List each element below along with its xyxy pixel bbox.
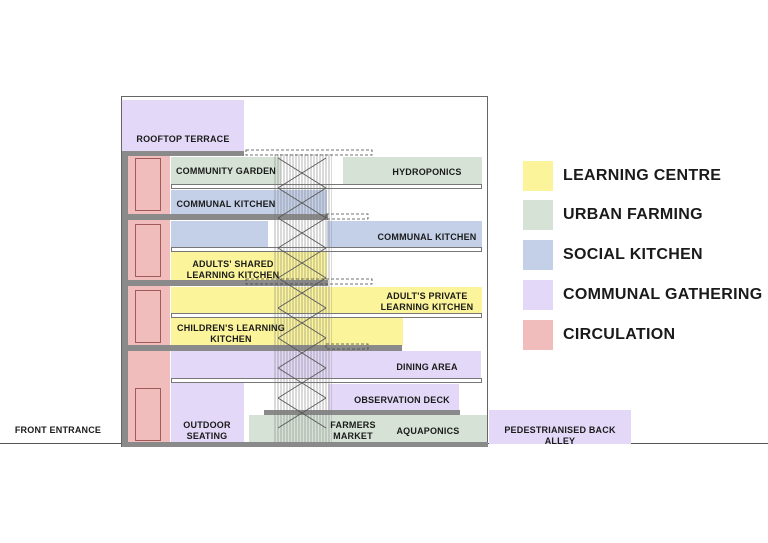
adults-shared-kitchen-label: ADULTS' SHARED LEARNING KITCHEN bbox=[171, 259, 295, 281]
communal-kitchen-mid-zone bbox=[171, 221, 268, 248]
outdoor-line1: OUTDOOR bbox=[183, 420, 231, 430]
observation-deck-label: OBSERVATION DECK bbox=[354, 395, 450, 405]
legend-item-urban-farming: URBAN FARMING bbox=[523, 200, 763, 230]
rooftop-terrace-zone bbox=[122, 100, 244, 151]
lift-door-3 bbox=[135, 290, 161, 343]
legend-label-urban-farming: URBAN FARMING bbox=[563, 206, 703, 223]
legend-label-social-kitchen: SOCIAL KITCHEN bbox=[563, 246, 703, 263]
legend-swatch-learning-centre bbox=[523, 161, 553, 191]
aquaponics-zone bbox=[372, 415, 482, 444]
legend-label-communal-gathering: COMMUNAL GATHERING bbox=[563, 286, 763, 303]
ground-slab bbox=[122, 442, 488, 447]
dining-area-label: DINING AREA bbox=[396, 362, 458, 372]
back-alley-label: PEDESTRIANISED BACK ALLEY bbox=[504, 425, 616, 446]
adults-private-line1: ADULT'S PRIVATE bbox=[386, 291, 468, 301]
legend-item-social-kitchen: SOCIAL KITCHEN bbox=[523, 240, 763, 270]
legend-item-learning-centre: LEARNING CENTRE bbox=[523, 161, 763, 191]
legend-label-circulation: CIRCULATION bbox=[563, 326, 676, 343]
communal-kitchen-right-label: COMMUNAL KITCHEN bbox=[377, 232, 477, 242]
legend-swatch-circulation bbox=[523, 320, 553, 350]
legend-swatch-urban-farming bbox=[523, 200, 553, 230]
lift-door-2 bbox=[135, 224, 161, 277]
lift-door-1 bbox=[135, 158, 161, 211]
community-garden-zone bbox=[171, 157, 281, 185]
legend-item-circulation: CIRCULATION bbox=[523, 320, 763, 350]
observation-deck-zone bbox=[328, 384, 459, 411]
legend-item-communal-gathering: COMMUNAL GATHERING bbox=[523, 280, 763, 310]
childrens-kitchen-label: CHILDREN'S LEARNING KITCHEN bbox=[171, 323, 291, 345]
community-garden-label: COMMUNITY GARDEN bbox=[175, 166, 277, 176]
slab-floor-1 bbox=[122, 345, 402, 351]
staircase-icon bbox=[245, 149, 373, 442]
outdoor-seating-label: OUTDOOR SEATING bbox=[171, 420, 243, 442]
adults-shared-line1: ADULTS' SHARED bbox=[192, 259, 274, 269]
outdoor-line2: SEATING bbox=[186, 431, 228, 441]
hydroponics-zone bbox=[343, 157, 482, 184]
rooftop-terrace-label: ROOFTOP TERRACE bbox=[136, 134, 230, 144]
adults-private-kitchen-label: ADULT'S PRIVATE LEARNING KITCHEN bbox=[372, 291, 482, 313]
aquaponics-label: AQUAPONICS bbox=[396, 426, 460, 436]
lift-door-4 bbox=[135, 388, 161, 441]
legend-swatch-social-kitchen bbox=[523, 240, 553, 270]
slab-floor-2 bbox=[122, 280, 328, 286]
adults-shared-line2: LEARNING KITCHEN bbox=[186, 270, 280, 280]
farmers-market-label: FARMERS MARKET bbox=[326, 420, 380, 442]
legend-swatch-communal-gathering bbox=[523, 280, 553, 310]
hydroponics-label: HYDROPONICS bbox=[392, 167, 462, 177]
farmers-line2: MARKET bbox=[333, 431, 373, 441]
adults-private-line2: LEARNING KITCHEN bbox=[380, 302, 474, 312]
childrens-line1: CHILDREN'S LEARNING bbox=[177, 323, 285, 333]
front-entrance-label: FRONT ENTRANCE bbox=[14, 425, 102, 435]
outdoor-seating-zone bbox=[171, 383, 244, 444]
left-wall bbox=[122, 151, 128, 446]
observation-slab bbox=[264, 410, 460, 415]
slab-floor-3 bbox=[122, 214, 328, 220]
farmers-line1: FARMERS bbox=[330, 420, 376, 430]
roof-slab bbox=[122, 151, 244, 156]
childrens-line2: KITCHEN bbox=[210, 334, 252, 344]
communal-kitchen-right-zone bbox=[327, 221, 482, 248]
communal-kitchen-left-label: COMMUNAL KITCHEN bbox=[176, 199, 276, 209]
back-alley-zone bbox=[489, 410, 631, 444]
legend-label-learning-centre: LEARNING CENTRE bbox=[563, 167, 722, 184]
